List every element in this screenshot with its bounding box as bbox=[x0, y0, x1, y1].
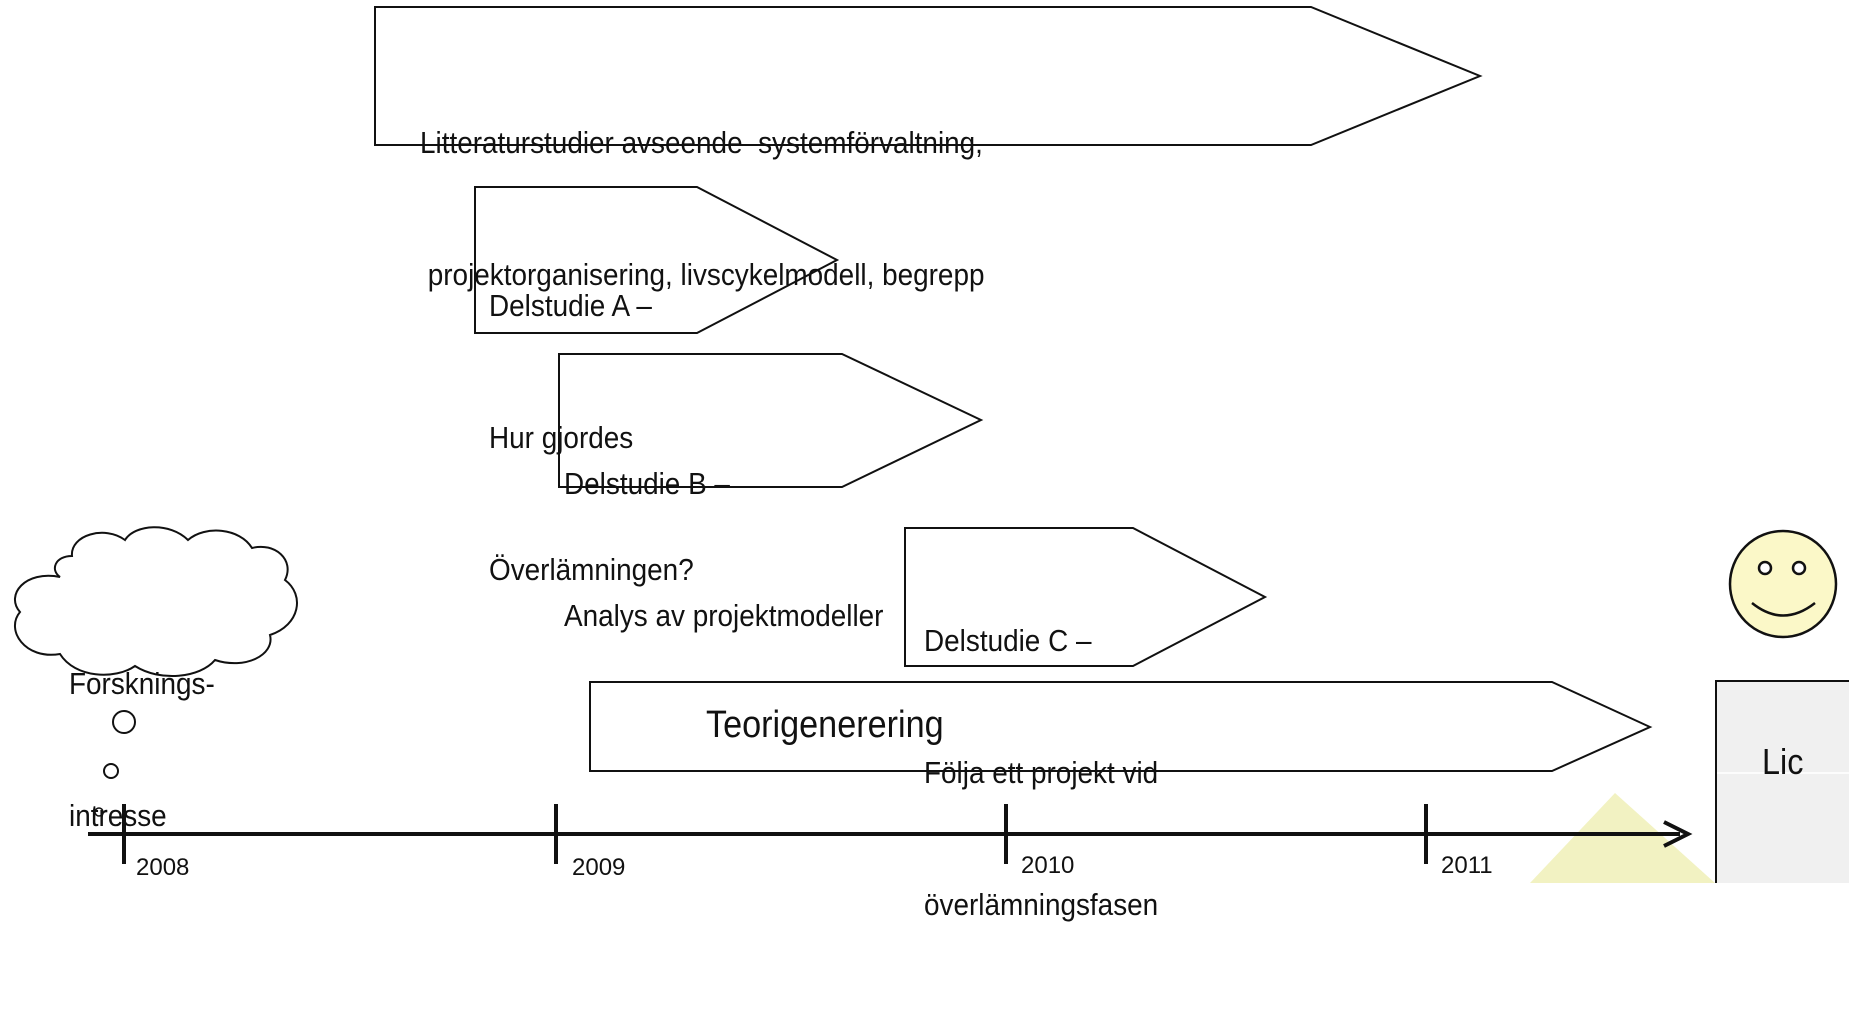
study-a-line-1: Delstudie A – bbox=[489, 288, 652, 324]
theory-label: Teorigenerering bbox=[706, 704, 944, 746]
thought-bubble-large bbox=[112, 710, 136, 734]
year-label-2011: 2011 bbox=[1441, 852, 1493, 879]
lic-box bbox=[1715, 680, 1849, 883]
timeline-diagram: Litteraturstudier avseende systemförvalt… bbox=[14, 6, 1849, 922]
cloud-line-2: intresse bbox=[69, 798, 167, 834]
literature-line-1: Litteraturstudier avseende systemförvalt… bbox=[420, 125, 983, 161]
study-c-line-1: Delstudie C – bbox=[924, 623, 1092, 659]
study-c-label: Delstudie C – Följa ett projekt vid över… bbox=[924, 531, 1158, 1015]
year-label-2009: 2009 bbox=[572, 854, 626, 881]
study-c-line-3: överlämningsfasen bbox=[924, 887, 1159, 923]
thought-bubble-small bbox=[94, 807, 104, 817]
study-a-arrow-shape bbox=[474, 186, 840, 334]
year-label-2008: 2008 bbox=[136, 854, 190, 881]
literature-arrow-shape bbox=[374, 6, 1483, 146]
cloud-line-1: Forsknings- bbox=[69, 666, 215, 702]
study-b-line-2: Analys av projektmodeller bbox=[564, 598, 884, 634]
literature-label: Litteraturstudier avseende systemförvalt… bbox=[420, 33, 984, 385]
thought-cloud bbox=[14, 526, 298, 677]
smiley-face-icon bbox=[1728, 529, 1838, 639]
lic-label: Lic bbox=[1762, 741, 1804, 782]
study-b-label: Delstudie B – Analys av projektmodeller bbox=[564, 374, 883, 726]
literature-line-2: projektorganisering, livscykelmodell, be… bbox=[420, 257, 985, 293]
year-label-2010: 2010 bbox=[1021, 852, 1075, 879]
study-a-line-3: Överlämningen? bbox=[489, 552, 694, 588]
thought-bubble-medium bbox=[103, 763, 119, 779]
study-c-arrow-shape bbox=[904, 527, 1268, 667]
study-b-arrow-shape bbox=[558, 353, 984, 488]
study-c-line-2: Följa ett projekt vid bbox=[924, 755, 1159, 791]
study-b-line-1: Delstudie B – bbox=[564, 466, 730, 502]
cloud-label: Forsknings- intresse bbox=[69, 574, 215, 926]
decorative-triangle bbox=[1530, 793, 1715, 883]
study-a-label: Delstudie A – Hur gjordes Överlämningen? bbox=[489, 196, 694, 680]
timeline-arrowhead-icon bbox=[1663, 820, 1693, 848]
theory-arrow-shape bbox=[589, 681, 1653, 772]
study-a-line-2: Hur gjordes bbox=[489, 420, 634, 456]
